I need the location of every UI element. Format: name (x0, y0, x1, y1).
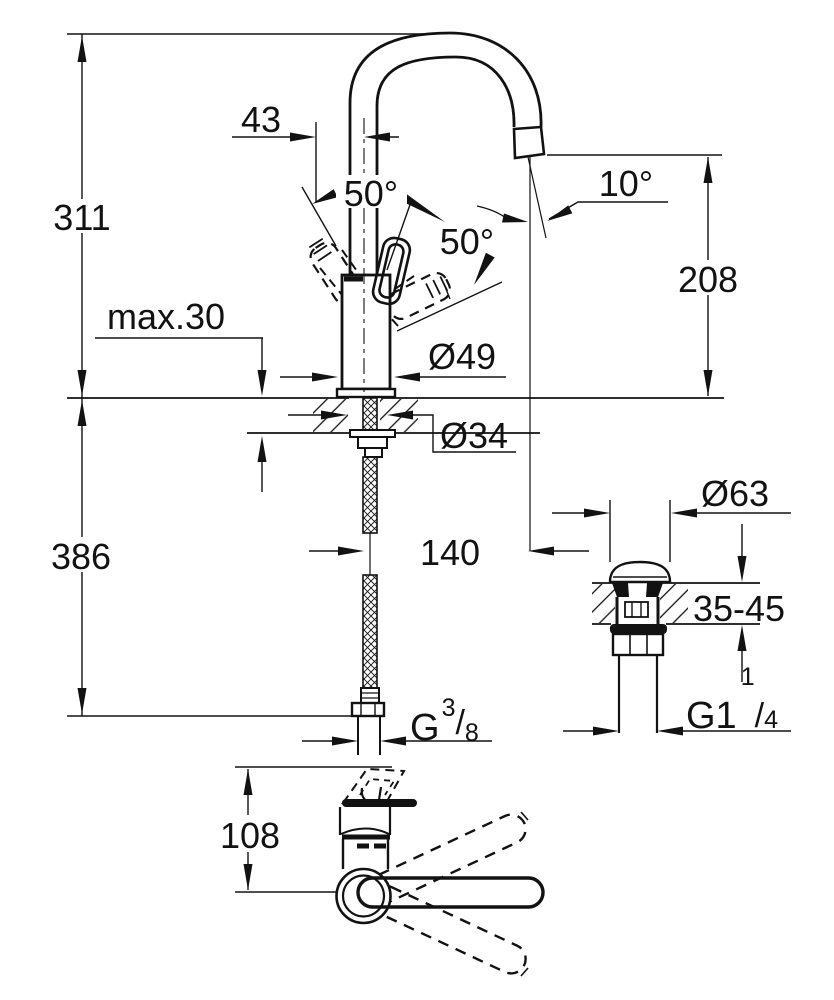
hose-nut-facets (360, 703, 376, 716)
dim-d49-label: Ø49 (428, 336, 496, 377)
outlet-tilted-line (527, 156, 547, 239)
front-body-walls (341, 839, 390, 869)
waste-body-walls (615, 597, 660, 624)
lever-right-grip-lines (425, 276, 449, 299)
dim-43-label: 43 (241, 99, 281, 140)
dimension-labels: 311 43 50° 50° 10° 208 max.30 Ø49 Ø34 38… (51, 99, 785, 856)
front-view (235, 766, 545, 977)
mounting-nut (357, 436, 388, 449)
lever-dashed-right (386, 271, 452, 320)
mounting-washer (349, 429, 396, 438)
supply-connector-pipe (357, 716, 381, 755)
dim-g114-label: G11/4 (686, 663, 778, 737)
lever-left-axis-line (301, 186, 337, 247)
dim-50deg-left-label: 50° (344, 173, 398, 214)
front-spout-dashed (341, 767, 406, 804)
dim-10deg-label: 10° (599, 163, 653, 204)
waste-cap-dome (608, 560, 672, 584)
base-flange (335, 387, 397, 399)
hose-crimp-ribs (361, 692, 379, 699)
faucet-body (340, 273, 392, 391)
dimension-lines (67, 33, 722, 717)
supply-hose-upper (362, 456, 378, 534)
dim-311-label: 311 (53, 197, 110, 238)
waste-deck-hatch-left (592, 584, 615, 623)
dim-d34-line (288, 414, 516, 453)
arrowheads (77, 36, 713, 714)
lever-right-axis-tick (443, 283, 451, 300)
lever-solid (371, 236, 412, 306)
threaded-shank (362, 397, 378, 431)
front-lever-end-ticks (520, 811, 529, 977)
hose-crimp (360, 687, 380, 704)
front-cap-dome (340, 827, 390, 835)
waste-detail-view (302, 500, 791, 746)
spout-inner-curve (375, 55, 516, 275)
dim-108-label: 108 (220, 815, 280, 856)
dim-max30-label: max.30 (107, 296, 225, 337)
dim-d63-extensions (609, 500, 671, 562)
dim-50deg-right-arc (476, 205, 507, 219)
waste-tailpipe (617, 655, 659, 733)
waste-deck-hatch-right (660, 584, 688, 623)
main-view (67, 31, 724, 755)
front-body-circle-inner (341, 874, 386, 918)
dim-3545-label: 35-45 (693, 588, 785, 629)
shank-step (364, 447, 383, 458)
front-body-circle-outer (335, 867, 392, 925)
waste-overflow-slot (624, 601, 649, 618)
dim-386-label: 386 (51, 536, 111, 577)
dim-50deg-right-label: 50° (440, 221, 494, 262)
dim-140-label: 140 (420, 532, 480, 573)
dim-g38-label: G3/8 (410, 694, 479, 749)
dim-d63-label: Ø63 (701, 473, 769, 514)
waste-neck-left (612, 583, 629, 597)
spout-aerator (512, 125, 546, 160)
hose-hex-nut (350, 701, 386, 718)
lever-right-axis-line (396, 281, 503, 332)
front-cap-walls (338, 807, 392, 835)
front-spout-dashed-inner (359, 778, 396, 796)
waste-overflow-bars (631, 602, 642, 617)
dim-d34-label: Ø34 (440, 415, 508, 456)
supply-hose-lower (362, 574, 378, 689)
waste-locknut (611, 632, 665, 657)
waste-neck-right (646, 583, 663, 597)
dim-max30-lines (95, 337, 263, 492)
waste-locknut-facets (629, 634, 648, 655)
label-backgrounds (54, 175, 736, 852)
lever-solid-axis-line (386, 198, 413, 271)
waste-seal-washer (610, 624, 667, 634)
waste-arrowheads (332, 508, 747, 746)
lever-left-grip-lines (308, 237, 332, 262)
dim-208-label: 208 (678, 259, 738, 300)
spout-outer-curve (348, 31, 543, 275)
front-lever-solid (356, 876, 545, 909)
